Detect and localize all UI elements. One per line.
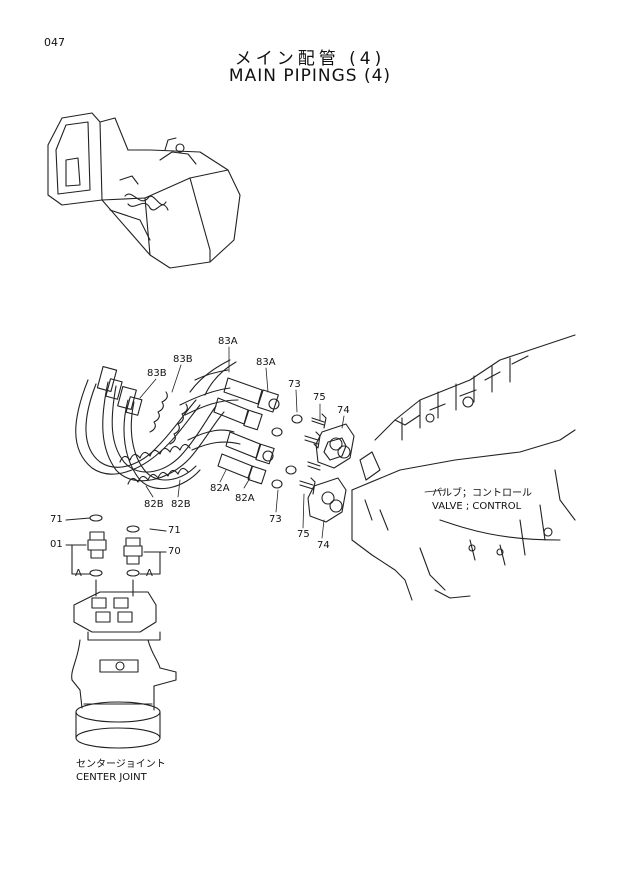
control-valve-illustration bbox=[351, 334, 576, 601]
label-74-top: 74 bbox=[337, 405, 350, 416]
label-75-bottom: 75 bbox=[297, 529, 310, 540]
label-82A-left: 82A bbox=[210, 483, 230, 494]
label-01: 01 bbox=[50, 539, 63, 550]
label-82B-right: 82B bbox=[171, 499, 191, 510]
label-70: 70 bbox=[168, 546, 181, 557]
label-A-right: A bbox=[146, 568, 153, 579]
center-joint-caption: CENTER JOINT bbox=[76, 772, 147, 783]
label-83B-right: 83B bbox=[173, 354, 193, 365]
o-rings-and-flanges bbox=[271, 413, 355, 523]
center-joint-illustration bbox=[71, 579, 177, 749]
page-title: MAIN PIPINGS (4) bbox=[228, 66, 392, 86]
label-71-left: 71 bbox=[50, 514, 63, 525]
label-75-top: 75 bbox=[313, 392, 326, 403]
center-joint-caption-japanese: センタージョイント bbox=[76, 759, 166, 770]
label-82B-left: 82B bbox=[144, 499, 164, 510]
valve-caption: VALVE ; CONTROL bbox=[432, 501, 522, 512]
page-number: 047 bbox=[44, 36, 65, 49]
adapter-fittings bbox=[65, 514, 167, 577]
callout-leader-lines bbox=[139, 346, 446, 539]
label-71-right: 71 bbox=[168, 525, 181, 536]
label-83A-top: 83A bbox=[218, 336, 238, 347]
label-74-bottom: 74 bbox=[317, 540, 330, 551]
page-title-japanese: メイン配管 (4) bbox=[234, 49, 386, 69]
label-83A-right: 83A bbox=[256, 357, 276, 368]
label-73-top: 73 bbox=[288, 379, 301, 390]
label-73-bottom: 73 bbox=[269, 514, 282, 525]
label-83B-left: 83B bbox=[147, 368, 167, 379]
hose-assembly bbox=[75, 359, 280, 490]
label-A-left: A bbox=[75, 568, 82, 579]
label-82A-right: 82A bbox=[235, 493, 255, 504]
valve-caption-japanese: バルブ；コントロール bbox=[432, 488, 532, 499]
excavator-overview-illustration bbox=[47, 112, 241, 269]
